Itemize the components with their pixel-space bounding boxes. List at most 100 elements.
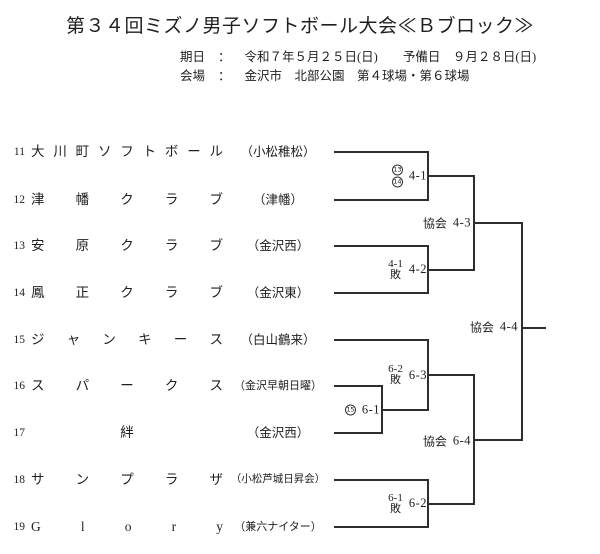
team-name-char: ブ	[209, 285, 224, 300]
team-line	[334, 479, 428, 481]
team-name-char: o	[124, 519, 132, 534]
team-line	[334, 151, 428, 153]
team-affiliation: （小松芦城日昇会）	[230, 474, 326, 485]
team-name-char: フ	[120, 144, 134, 159]
team-name-char: 川	[53, 144, 67, 159]
team-name-char: 大	[31, 144, 45, 159]
team-name-char: 絆	[120, 425, 134, 440]
team-row: 17 絆 （金沢西）	[0, 424, 336, 442]
team-name-char: ャ	[66, 332, 81, 347]
team-affiliation: （兼六ナイター）	[234, 521, 322, 533]
team-number: 11	[13, 146, 25, 158]
team-name: ジャンキース	[31, 331, 223, 349]
team-name-char: ト	[142, 144, 157, 159]
champion-line	[522, 327, 546, 329]
team-name-char: サ	[31, 472, 45, 487]
team-name-char: ブ	[209, 238, 224, 253]
team-name-char: ー	[187, 144, 201, 159]
team-name-char: ラ	[164, 238, 179, 253]
team-name-char: 津	[31, 192, 45, 207]
team-affiliation: （金沢早朝日曜）	[234, 380, 322, 392]
team-affiliation: （金沢東）	[246, 286, 310, 300]
team-line	[334, 245, 428, 247]
team-name-char: 正	[75, 285, 90, 300]
team-name-char: r	[171, 519, 177, 534]
team-name-char: ク	[120, 285, 134, 300]
team-affiliation: （金沢西）	[246, 239, 310, 253]
team-name-char: 町	[75, 144, 90, 159]
team-name-char: ク	[120, 192, 134, 207]
winner-line	[382, 408, 428, 411]
umpire-association-label: 協会	[422, 216, 447, 231]
winner-line	[474, 221, 522, 224]
team-number: 15	[13, 334, 26, 346]
match-connector	[521, 221, 523, 441]
umpire-loser-line: 4-1	[388, 257, 403, 270]
umpire-loser-line: 6-1	[388, 491, 403, 504]
team-name-char: パ	[75, 378, 90, 393]
team-line	[334, 199, 428, 201]
winner-line	[428, 502, 474, 505]
venue-label: 会場	[180, 69, 206, 83]
team-line	[334, 339, 428, 341]
team-name-char: ジ	[31, 332, 45, 347]
team-line	[334, 432, 382, 434]
team-name-char: プ	[120, 472, 134, 487]
team-name-char: 幡	[75, 192, 90, 207]
team-name: 安原クラブ	[31, 237, 223, 255]
game-id: 6-1	[361, 402, 380, 416]
match-connector	[427, 339, 429, 411]
team-name-char: G	[31, 519, 41, 534]
team-name: 大川町ソフトボール	[31, 143, 223, 161]
team-number: 17	[13, 427, 26, 439]
match-connector	[427, 479, 429, 528]
team-name-char: ザ	[209, 472, 224, 487]
date-label: 期日	[180, 50, 206, 64]
winner-line	[428, 175, 474, 177]
team-name-char: ン	[102, 332, 116, 347]
team-line	[334, 292, 428, 294]
umpire-loser-line: 6-2	[388, 363, 403, 375]
game-id: 4-1	[408, 168, 427, 183]
team-name-char: ス	[209, 378, 224, 393]
match-connector	[427, 245, 429, 294]
winner-line	[428, 268, 474, 271]
team-name-char: ク	[164, 378, 179, 393]
team-line	[334, 385, 382, 387]
team-name-char: ボ	[164, 144, 179, 159]
team-name-char: ー	[173, 332, 188, 347]
team-name-char: ラ	[164, 285, 179, 300]
team-line	[334, 526, 428, 528]
team-name: 鳳正クラブ	[31, 284, 223, 302]
circled-team-number: 14	[391, 176, 403, 188]
game-id: 4-2	[408, 262, 427, 276]
team-affiliation: （金沢西）	[246, 426, 310, 440]
umpire-team-numbers: 15	[344, 404, 356, 415]
team-number: 16	[13, 380, 26, 392]
game-id: 4-3	[452, 215, 471, 230]
team-name-char: ブ	[209, 192, 224, 207]
umpire-loser-line: 敗	[389, 268, 401, 281]
umpire-loser-line: 敗	[389, 374, 401, 386]
game-label: 15 6-1	[344, 402, 380, 417]
team-affiliation: （白山鶴来）	[240, 333, 316, 347]
team-affiliation: （津幡）	[252, 193, 303, 207]
date-value: 令和７年５月２５日(日) 予備日 ９月２８日(日)	[244, 50, 537, 64]
match-connector	[473, 374, 475, 505]
team-name: サンプラザ	[31, 471, 223, 489]
